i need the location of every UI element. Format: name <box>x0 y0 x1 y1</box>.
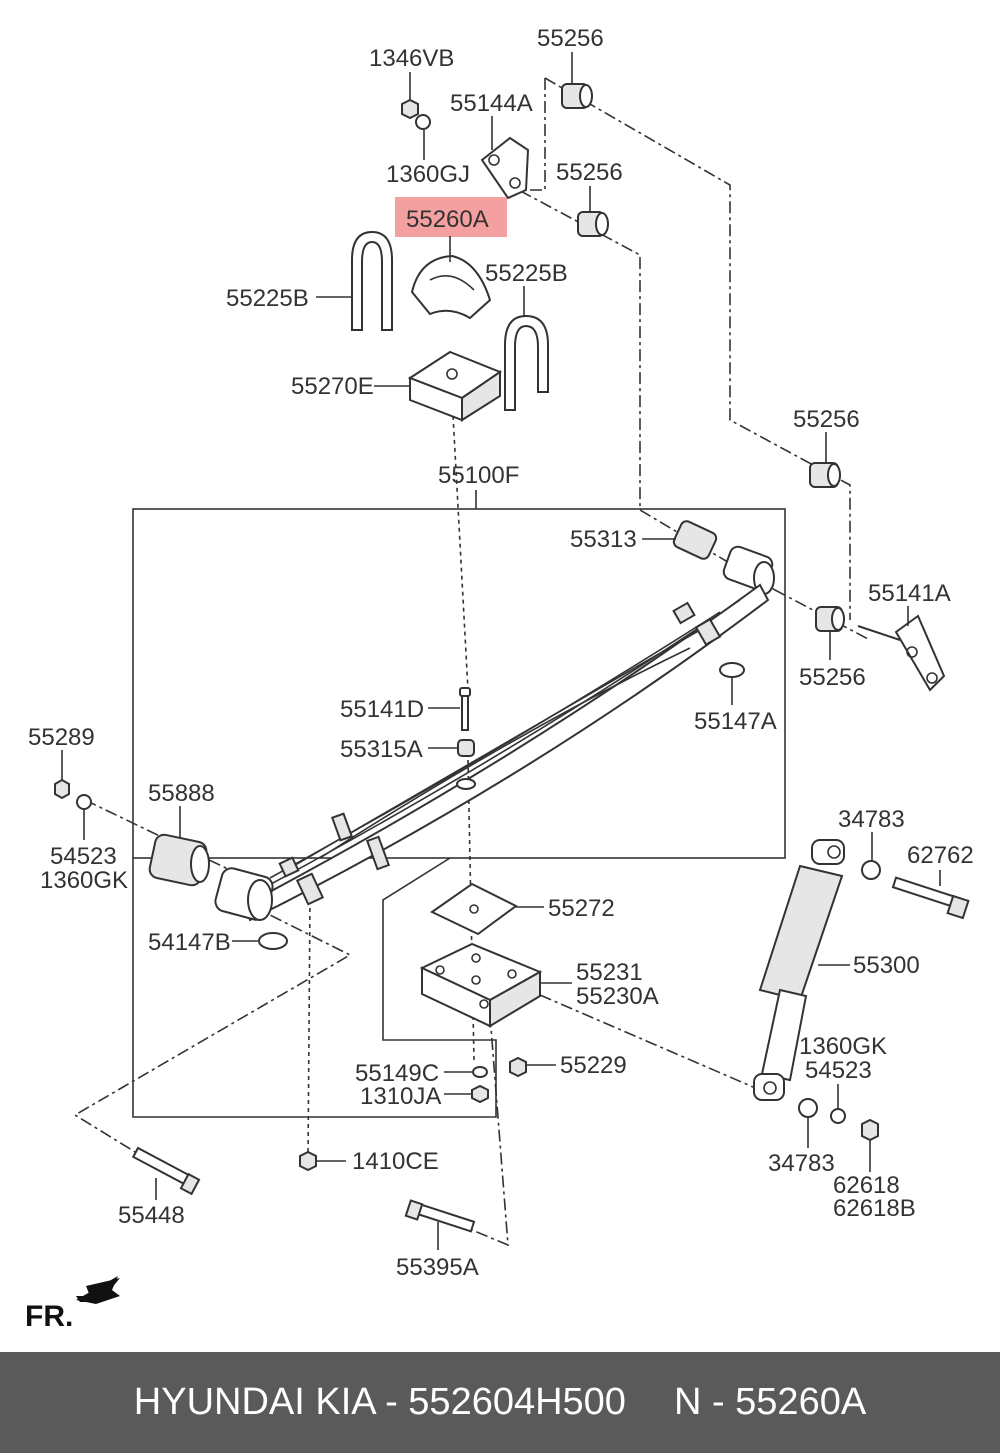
label-55225b-left: 55225B <box>226 285 309 312</box>
label-55289: 55289 <box>28 724 95 751</box>
label-55256-low: 55256 <box>799 664 866 691</box>
shackle-55141a-icon <box>857 614 946 692</box>
label-55141d: 55141D <box>340 696 424 723</box>
plug-55147a-icon <box>719 662 745 678</box>
label-1360gj: 1360GJ <box>386 161 470 188</box>
bushing-mid-icon <box>577 211 609 237</box>
label-55272: 55272 <box>548 895 615 922</box>
washer-34783-top-icon <box>861 860 881 880</box>
footer-brand-part-number: HYUNDAI KIA - 552604H500 <box>133 1381 626 1423</box>
label-55313: 55313 <box>570 526 637 553</box>
washer-34783-bot-icon <box>798 1098 818 1118</box>
spring-seat-icon <box>419 942 543 1028</box>
nut-1410ce-icon <box>299 1150 317 1172</box>
leaf-spring-icon <box>243 583 770 922</box>
shock-absorber-icon <box>753 839 845 1101</box>
label-55888: 55888 <box>148 780 215 807</box>
shackle-bracket-icon <box>480 136 530 200</box>
spring-pad-upper-icon <box>407 350 503 422</box>
front-label: FR. <box>25 1300 73 1333</box>
bolt-55395a-icon <box>404 1199 476 1233</box>
label-34783-bot: 34783 <box>768 1150 835 1177</box>
bushing-right-icon <box>809 462 841 488</box>
label-55225b-right: 55225B <box>485 260 568 287</box>
label-62762: 62762 <box>907 842 974 869</box>
spring-pad-assembly-box <box>132 857 497 1118</box>
label-55149c: 55149C <box>355 1060 439 1087</box>
highlight-box <box>395 197 507 237</box>
bushing-low-icon <box>815 606 845 632</box>
plug-54147b-icon <box>258 932 288 950</box>
label-55147a: 55147A <box>694 708 777 735</box>
spring-eye-front-icon <box>214 867 274 921</box>
label-55230a: 55230A <box>576 983 659 1010</box>
parts-diagram: 1346VB 55256 55144A 1360GJ 55256 55260A … <box>25 25 974 1333</box>
nut-62618-icon <box>861 1118 879 1142</box>
label-1360gk-left: 1360GK <box>40 867 128 894</box>
label-55256-right: 55256 <box>793 406 860 433</box>
bolt-62762-icon <box>891 876 970 920</box>
label-55229: 55229 <box>560 1052 627 1079</box>
washer-54523-left-icon <box>76 794 92 810</box>
bushing-top-icon <box>561 83 593 109</box>
label-55256-top: 55256 <box>537 25 604 52</box>
footer-bar: HYUNDAI KIA - 552604H500 N - 55260A <box>0 1352 1000 1453</box>
bushing-55313-icon <box>672 520 718 560</box>
washer-1360gj-icon <box>415 114 431 130</box>
nut-55289-icon <box>54 778 70 800</box>
leaf-spring-assembly-box <box>132 508 786 859</box>
label-62618b: 62618B <box>833 1195 916 1222</box>
label-55256-mid: 55256 <box>556 159 623 186</box>
washer-55149c-icon <box>472 1066 488 1078</box>
label-55260a: 55260A <box>406 206 489 233</box>
label-62618: 62618 <box>833 1172 900 1199</box>
spring-pad-plate-icon <box>430 882 518 936</box>
label-54523-left: 54523 <box>50 843 117 870</box>
u-bolt-left-icon <box>351 230 393 331</box>
washer-54523-right-icon <box>830 1108 846 1124</box>
label-55448: 55448 <box>118 1202 185 1229</box>
label-34783-top: 34783 <box>838 806 905 833</box>
bolt-55448-icon <box>131 1146 201 1196</box>
label-55300: 55300 <box>853 952 920 979</box>
label-55395a: 55395A <box>396 1254 479 1281</box>
spring-eye-rear-icon <box>722 545 775 595</box>
label-55141a: 55141A <box>868 580 951 607</box>
bump-stopper-icon <box>410 254 492 320</box>
label-55270e: 55270E <box>291 373 374 400</box>
label-55231: 55231 <box>576 959 643 986</box>
label-1346vb: 1346VB <box>369 45 454 72</box>
center-bolt-icon <box>459 687 471 731</box>
label-54147b: 54147B <box>148 929 231 956</box>
nut-55315a-icon <box>457 739 475 757</box>
u-bolt-right-icon <box>504 314 549 411</box>
label-1360gk-right: 1360GK <box>799 1033 887 1060</box>
nut-55229-icon <box>509 1056 527 1078</box>
nut-1310ja-icon <box>471 1084 489 1104</box>
label-1410ce: 1410CE <box>352 1148 439 1175</box>
footer-reference-code: N - 55260A <box>673 1381 867 1423</box>
nut-1346vb-icon <box>401 98 419 120</box>
bushing-55888-icon <box>148 833 210 887</box>
label-55315a: 55315A <box>340 736 423 763</box>
label-54523-right: 54523 <box>805 1057 872 1084</box>
label-55100f: 55100F <box>438 462 519 489</box>
label-1310ja: 1310JA <box>360 1083 441 1110</box>
label-55144a: 55144A <box>450 90 533 117</box>
